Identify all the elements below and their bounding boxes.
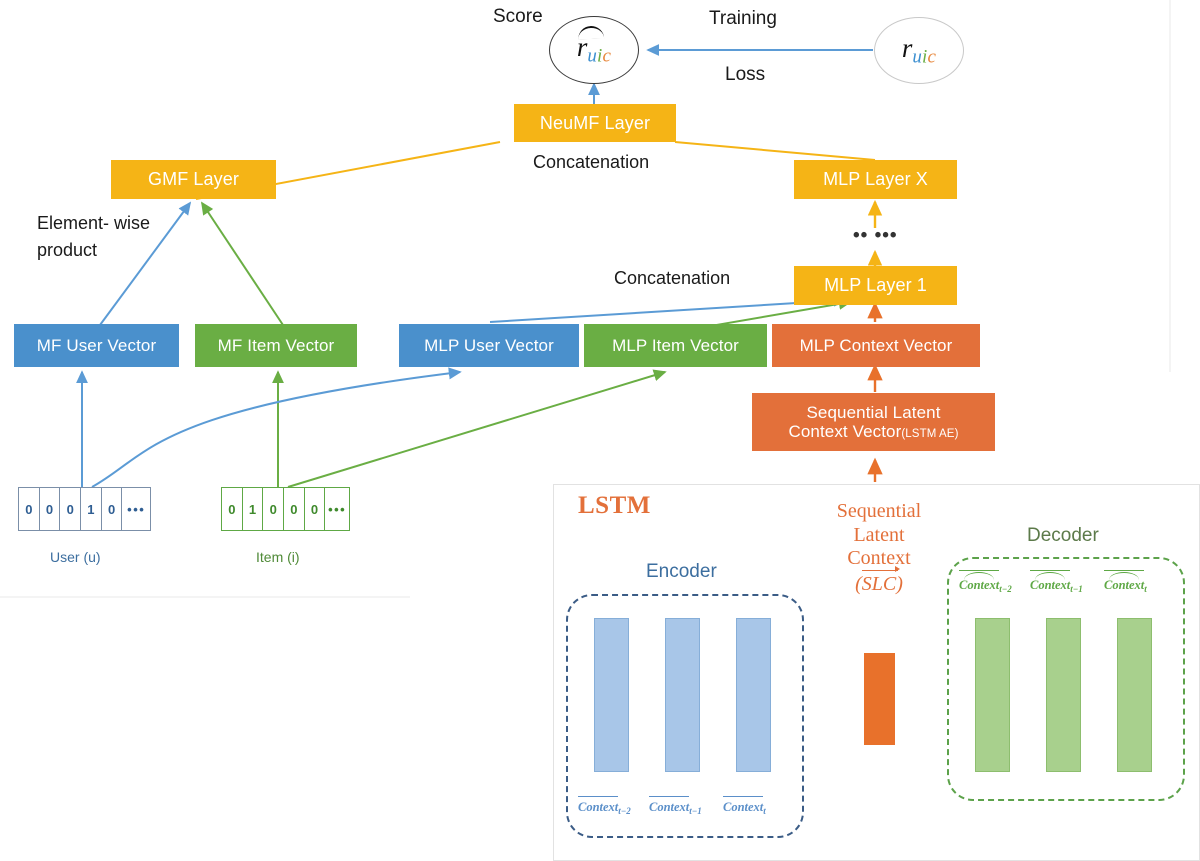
slide-edge-horizontal [0, 596, 410, 598]
elementwise-product-label-line1: Element- wise [37, 213, 151, 233]
slc-vector-line2: Context Vector(LSTM AE) [788, 422, 959, 441]
item-input-caption: Item (i) [256, 549, 300, 565]
user-onehot-cell: 0 [40, 488, 61, 530]
mf-user-vector-box[interactable]: MF User Vector [14, 324, 179, 367]
item-onehot-cell: 1 [243, 488, 264, 530]
decoder-output-label: Contextt−2 [959, 570, 1012, 594]
true-rating-node: ruic [874, 17, 964, 84]
mlp-context-vector-box[interactable]: MLP Context Vector [772, 324, 980, 367]
decoder-label: Decoder [1027, 525, 1099, 546]
slc-line3: Context [847, 547, 911, 570]
mlp-layer-x-box[interactable]: MLP Layer X [794, 160, 957, 199]
hat-accent [577, 25, 605, 40]
encoder-input-label: Contextt−1 [649, 796, 702, 816]
neumf-layer-box[interactable]: NeuMF Layer [514, 104, 676, 142]
slc-latent-bar [864, 653, 895, 745]
user-onehot-cell: 0 [19, 488, 40, 530]
slc-symbol-wrap: (SLC) [855, 566, 903, 595]
encoder-lstm-cell [594, 618, 629, 772]
mlp-user-vector-box[interactable]: MLP User Vector [399, 324, 579, 367]
mf-item-vector-box[interactable]: MF Item Vector [195, 324, 357, 367]
encoder-lstm-cell [736, 618, 771, 772]
sequential-latent-context-vector-box[interactable]: Sequential Latent Context Vector(LSTM AE… [752, 393, 995, 451]
encoder-label: Encoder [646, 561, 717, 582]
item-onehot-ellipsis: ••• [328, 501, 347, 517]
user-onehot-cell: 1 [81, 488, 102, 530]
decoder-output-label: Contextt [1104, 570, 1147, 594]
encoder-input-label: Contextt [723, 796, 766, 816]
encoder-dashed-boundary [566, 594, 804, 838]
loss-label: Loss [725, 64, 766, 85]
gmf-layer-box[interactable]: GMF Layer [111, 160, 276, 199]
item-onehot-cell: 0 [222, 488, 243, 530]
item-onehot-vector[interactable]: 0 1 0 0 0 ••• [221, 487, 350, 531]
decoder-output-label: Contextt−1 [1030, 570, 1083, 594]
true-rating-symbol: ruic [901, 32, 937, 68]
decoder-dashed-boundary [947, 557, 1185, 801]
slc-vector-suffix: (LSTM AE) [901, 428, 959, 440]
encoder-lstm-cell [665, 618, 700, 772]
mlp-layers-ellipsis: •• ••• [853, 225, 898, 246]
decoder-lstm-cell [1046, 618, 1081, 772]
slc-symbol: SLC [861, 566, 901, 595]
slide-edge-vertical [1169, 0, 1171, 372]
user-onehot-ellipsis: ••• [127, 501, 146, 517]
user-onehot-vector[interactable]: 0 0 0 1 0 ••• [18, 487, 151, 531]
mlp-item-vector-box[interactable]: MLP Item Vector [584, 324, 767, 367]
user-input-caption: User (u) [50, 549, 101, 565]
lstm-panel-title: LSTM [578, 492, 651, 519]
mlp-layer-1-box[interactable]: MLP Layer 1 [794, 266, 957, 305]
user-onehot-cell: 0 [60, 488, 82, 530]
predicted-rating-symbol: ruic [577, 25, 611, 67]
concatenation-label-left: Concatenation [533, 152, 650, 172]
user-onehot-cell: 0 [102, 488, 123, 530]
decoder-lstm-cell [975, 618, 1010, 772]
encoder-input-label: Contextt−2 [578, 796, 631, 816]
item-onehot-cell: 0 [263, 488, 285, 530]
decoder-lstm-cell [1117, 618, 1152, 772]
slc-vector-line1: Sequential Latent [806, 402, 941, 422]
score-label: Score [493, 6, 543, 27]
item-onehot-cell: 0 [305, 488, 326, 530]
elementwise-product-label-line2: product [37, 240, 98, 260]
slc-line1: Sequential [836, 500, 922, 522]
training-label: Training [709, 8, 777, 29]
predicted-rating-node: ruic [549, 16, 639, 84]
slc-line2: Latent [853, 523, 905, 546]
concatenation-label-right: Concatenation [614, 268, 731, 288]
slc-annotation: Sequential Latent Context (SLC) [820, 500, 938, 596]
item-onehot-cell: 0 [284, 488, 305, 530]
